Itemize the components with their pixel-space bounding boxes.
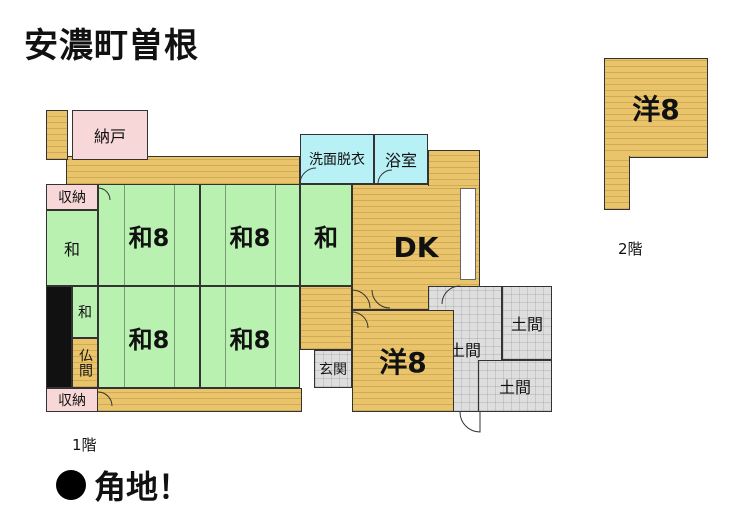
room-senmen: 洗面脱衣 [300, 134, 374, 184]
room-wa8-a: 和8 [98, 184, 200, 286]
room-you8-1f-label-2: 洋8 [379, 346, 427, 379]
room-wa8-a-label: 和8 [128, 223, 170, 252]
room-wa-c: 和 [300, 184, 352, 286]
stair-2f [604, 156, 630, 210]
tatami-seam [225, 185, 226, 285]
room-wa-tiny-label: 和 [78, 305, 92, 321]
room-wa8-b-label: 和8 [229, 223, 271, 252]
tatami-seam [174, 287, 175, 387]
room-butsuma-label: 仏間 [77, 348, 93, 378]
room-yokushitsu: 浴室 [374, 134, 428, 184]
room-senmen-label: 洗面脱衣 [309, 152, 365, 168]
kitchen-counter [460, 188, 476, 280]
upper-corridor [66, 156, 300, 184]
room-wa8-b: 和8 [200, 184, 300, 286]
bullet-icon [56, 470, 86, 500]
room-genkan-label: 玄関 [319, 362, 347, 378]
page-title: 安濃町曽根 [24, 26, 199, 66]
tatami-seam [275, 185, 276, 285]
room-doma-1-label: 土間 [448, 341, 481, 360]
room-wa8-e-label: 和8 [229, 325, 271, 354]
tatami-seam [124, 185, 125, 285]
room-wa8-d-label: 和8 [128, 325, 170, 354]
room-genkan: 玄関 [314, 350, 352, 388]
tatami-seam [124, 287, 125, 387]
room-yokushitsu-label: 浴室 [384, 151, 417, 170]
tatami-seam [275, 287, 276, 387]
room-nando-label: 納戸 [93, 127, 126, 146]
room-shuno-top-label: 収納 [58, 190, 86, 206]
hall-corridor [300, 286, 352, 350]
door-arc [459, 411, 481, 433]
room-shuno-bottom-label: 収納 [58, 393, 86, 409]
stair-1f [46, 110, 68, 160]
tatami-seam [174, 185, 175, 285]
room-you8-2f-label: 洋8 [632, 93, 680, 126]
tatami-seam [225, 287, 226, 387]
room-wa-small: 和 [46, 210, 98, 286]
room-wa-c-label: 和 [314, 223, 338, 252]
room-doma-3: 土間 [478, 360, 552, 412]
floor1-label: 1階 [72, 436, 97, 454]
lower-corridor [96, 388, 302, 412]
room-nando: 納戸 [72, 110, 148, 160]
corner-lot-note: 角地！ [56, 462, 190, 508]
room-you8-1f-overlay: 洋8 [352, 310, 454, 412]
room-you8-2f: 洋8 [604, 58, 708, 158]
room-doma-2: 土間 [502, 286, 552, 360]
room-butsuma: 仏間 [72, 338, 98, 388]
butsudan-block [46, 286, 72, 388]
room-doma-3-label: 土間 [498, 378, 531, 397]
room-wa-tiny: 和 [72, 286, 98, 338]
room-wa8-e: 和8 [200, 286, 300, 388]
room-dk: DK [352, 184, 480, 310]
floor2-label: 2階 [618, 240, 643, 258]
room-shuno-top: 収納 [46, 184, 98, 210]
room-dk-label: DK [393, 230, 439, 264]
room-doma-2-label: 土間 [510, 315, 543, 334]
room-wa-small-label: 和 [63, 240, 80, 259]
room-wa8-d: 和8 [98, 286, 200, 388]
corner-lot-text: 角地！ [94, 468, 191, 506]
dk-upper [428, 150, 480, 186]
room-shuno-bottom: 収納 [46, 388, 98, 412]
